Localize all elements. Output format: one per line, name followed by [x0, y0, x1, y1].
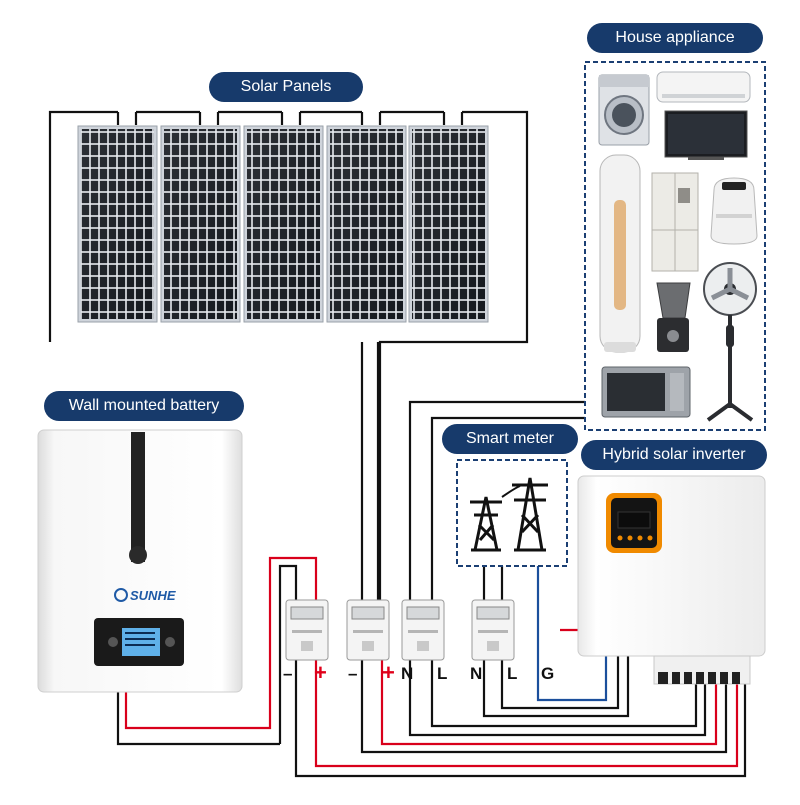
- terminal-plus: +: [382, 660, 395, 685]
- house-feed-n: [408, 400, 585, 600]
- air-conditioner-icon: [656, 71, 751, 103]
- circuit-breaker-icon: [285, 599, 329, 661]
- house-feed-l: [430, 416, 585, 600]
- wiring: [48, 110, 747, 778]
- blender-icon: [656, 282, 691, 352]
- hybrid-solar-inverter: [577, 475, 766, 685]
- solar-panel: [160, 125, 241, 323]
- house-appliance-label: House appliance: [587, 23, 763, 53]
- terminal-minus: –: [348, 664, 358, 683]
- television-icon: [664, 110, 748, 160]
- wall-mounted-battery: [37, 429, 243, 693]
- solar-panel-array: [77, 125, 489, 323]
- circuit-breaker-icon: [401, 599, 445, 661]
- battery-positive-wire: [124, 556, 318, 730]
- circuit-breaker-icon: [471, 599, 515, 661]
- terminal-n: N: [470, 664, 483, 683]
- terminal-n: N: [401, 664, 414, 683]
- solar-panel: [408, 125, 489, 323]
- terminal-l: L: [507, 664, 518, 683]
- tower-fan-icon: [599, 154, 641, 353]
- terminal-plus: +: [314, 660, 327, 685]
- microwave-icon: [601, 366, 691, 418]
- wall-mounted-battery-label: Wall mounted battery: [44, 391, 244, 421]
- circuit-breaker-icon: [346, 599, 390, 661]
- power-tower-icon: [470, 477, 548, 552]
- pv-string-wire: [48, 110, 529, 600]
- solar-panel: [326, 125, 407, 323]
- house-appliance-box: [584, 61, 766, 431]
- smart-meter-label: Smart meter: [442, 424, 578, 454]
- standing-fan-icon: [703, 262, 757, 422]
- terminal-l: L: [437, 664, 448, 683]
- washing-machine-icon: [598, 74, 650, 146]
- solar-panels-label: Solar Panels: [209, 72, 363, 102]
- ground-wire: [536, 566, 608, 702]
- air-fryer-icon: [710, 177, 758, 245]
- solar-panel: [243, 125, 324, 323]
- hybrid-solar-inverter-label: Hybrid solar inverter: [581, 440, 767, 470]
- battery-logo: SUNHE: [114, 588, 176, 603]
- smart-meter-box: [456, 459, 568, 567]
- refrigerator-icon: [651, 172, 699, 272]
- terminal-minus: –: [283, 664, 293, 683]
- terminal-g: G: [541, 664, 555, 683]
- solar-panel: [77, 125, 158, 323]
- svg-text:SUNHE: SUNHE: [130, 588, 176, 603]
- battery-negative-wire: [116, 690, 280, 746]
